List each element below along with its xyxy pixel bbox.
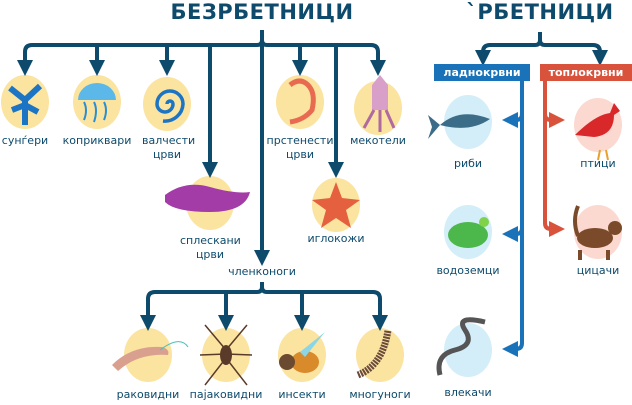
label-crustaceans: раковидни: [116, 388, 180, 401]
label-roundworms: валчести црви: [142, 134, 196, 161]
roundworm-icon: [155, 89, 185, 123]
insect-icon: [279, 332, 325, 373]
shrimp-icon: [112, 341, 189, 371]
label-annelids: прстенести црви: [266, 134, 334, 161]
label-fish: риби: [453, 157, 483, 170]
cold-blooded-box: ладнокрвни: [434, 64, 530, 81]
millipede-icon: [356, 329, 392, 379]
annelid-icon: [288, 78, 316, 125]
flatworm-icon: [165, 184, 250, 212]
invertebrate-connectors: [17, 30, 388, 331]
label-amphibians: водоземци: [436, 264, 500, 277]
label-arthropods: членконоги: [228, 265, 296, 278]
invertebrates-title: БЕЗРБЕТНИЦИ: [170, 0, 354, 24]
frog-icon: [448, 217, 489, 248]
label-molluscs: мекотели: [350, 134, 406, 147]
label-birds: птици: [580, 157, 616, 170]
label-echinoderms: иглокожи: [307, 232, 365, 245]
label-insects: инсекти: [278, 388, 326, 401]
warm-blooded-connectors: [543, 81, 565, 237]
vertebrates-title: `РБЕТНИЦИ: [466, 0, 614, 24]
starfish-icon: [312, 182, 360, 228]
cold-blooded-connectors: [502, 81, 524, 357]
snake-icon: [436, 317, 486, 376]
label-myriapods: многуноги: [349, 388, 411, 401]
label-sponges: сунѓери: [1, 134, 49, 147]
bird-icon: [575, 103, 620, 161]
label-reptiles: влекачи: [444, 386, 492, 399]
cat-icon: [573, 205, 622, 260]
fish-icon: [428, 114, 490, 139]
sponge-icon: [8, 83, 43, 125]
vertebrate-connectors: [475, 32, 608, 66]
label-mammals: цицачи: [576, 264, 620, 277]
spider-icon: [199, 324, 253, 386]
warm-blooded-box: топлокрвни: [540, 64, 632, 81]
jellyfish-icon: [78, 83, 116, 123]
label-arachnids: пајаковидни: [189, 388, 263, 401]
mollusc-icon: [362, 75, 396, 132]
label-flatworms: сплескани црви: [180, 234, 241, 261]
label-cnidarians: коприквари: [62, 134, 132, 147]
